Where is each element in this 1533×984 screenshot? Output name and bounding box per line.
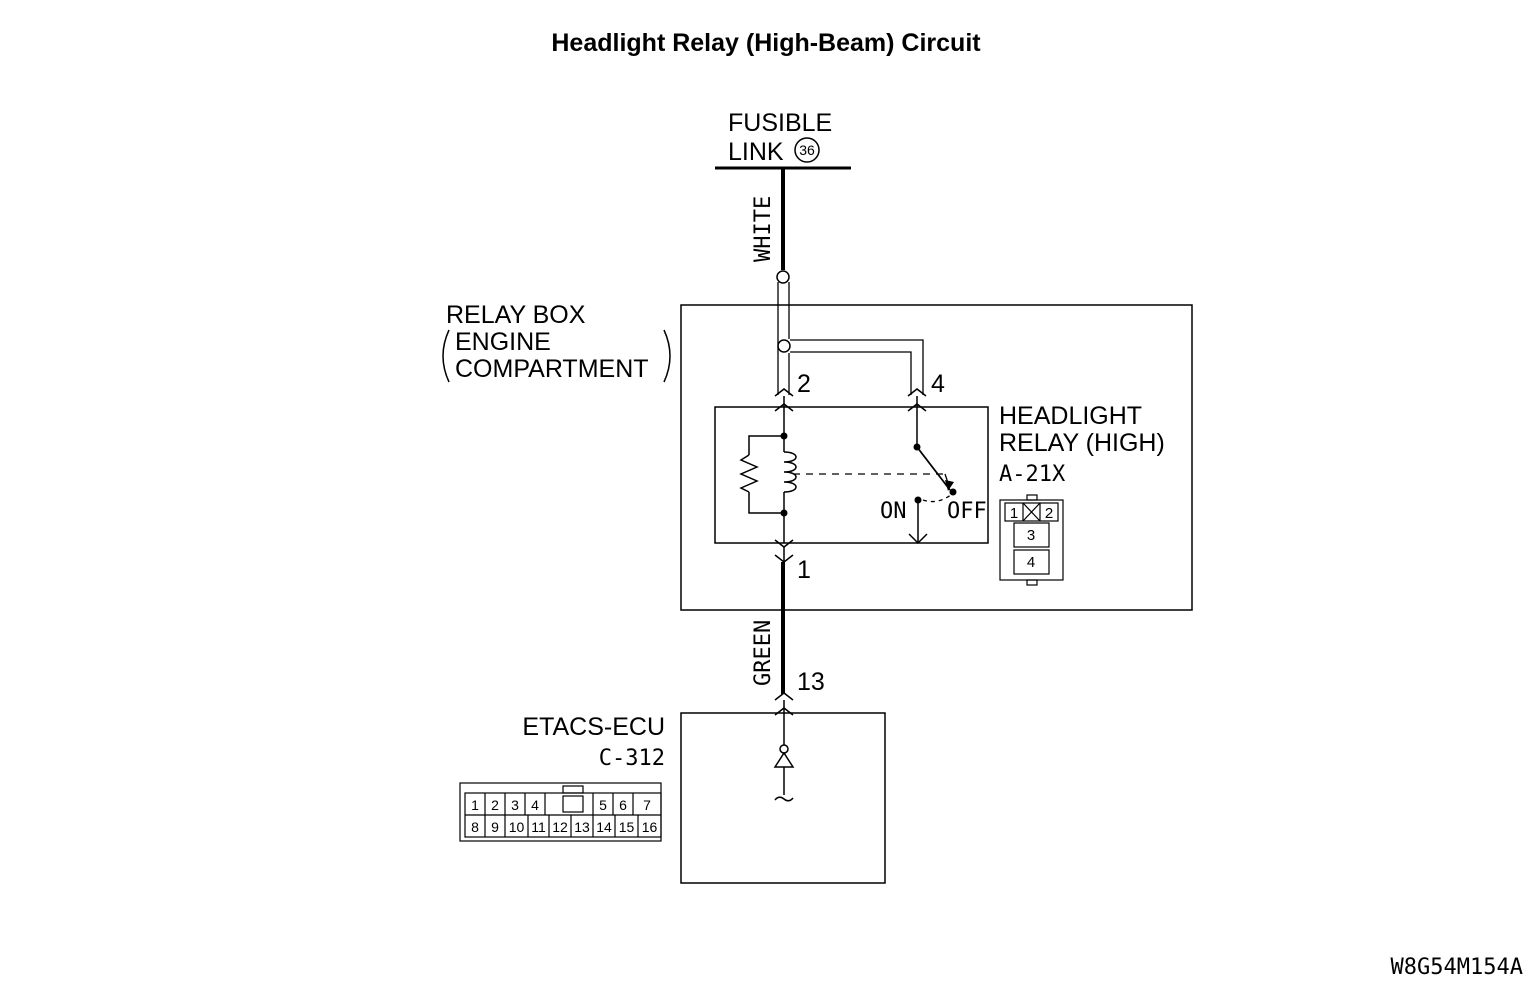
white-wire-label: WHITE [751,196,776,262]
ecu-pin-label: 16 [642,819,658,835]
ecu-pin-label: 5 [599,797,607,813]
switch-on-lead-arrow [908,533,928,545]
ecu-pin-label: 7 [643,797,651,813]
relay-box-label-1: RELAY BOX [446,301,586,329]
ecu-pin-label: 13 [574,819,590,835]
linkage-arrow-head [945,480,954,491]
relay-pin-blank-x2 [1022,502,1041,522]
ecu-name: ETACS-ECU [522,713,665,741]
ecu-connector-blank-slot [562,795,584,813]
ecu-pin-label: 9 [491,819,499,835]
terminal-1-label: 1 [797,556,811,584]
ecu-connector-id: C-312 [599,746,665,771]
fusible-link-label-2: LINK [728,138,784,166]
ecu-pin-label: 1 [471,797,479,813]
fusible-link-label-1: FUSIBLE [728,109,832,137]
fusible-link-number: 36 [799,142,815,158]
ecu-pin-label: 12 [552,819,568,835]
switch-on-travel-dashed [922,493,953,503]
relay-pin-4: 4 [1027,554,1035,571]
relay-box-paren-left [442,329,450,383]
switch-on-label: ON [880,499,907,524]
ecu-pin-label: 4 [531,797,539,813]
ecu-internal-break-icon [774,796,794,802]
switch-arm [916,446,951,491]
figure-code: W8G54M154A [1391,955,1523,980]
terminal-4-label: 4 [931,370,945,398]
green-wire-label: GREEN [751,620,776,686]
headlight-relay-outline [714,406,989,544]
relay-connector-key-top [1026,494,1038,501]
ecu-pin-label: 2 [491,797,499,813]
etacs-ecu-outline [680,712,886,884]
fusible-link-number-circle [794,137,820,163]
resistor-lead-top [748,435,784,455]
diagram-title: Headlight Relay (High-Beam) Circuit [551,29,981,57]
relay-pin-2: 2 [1045,505,1053,522]
resistor-icon [739,454,759,493]
relay-pin-row-3 [1013,522,1050,548]
switch-off-contact [949,488,957,496]
resistor-lead-bottom [748,492,784,514]
ecu-connector-key [562,785,584,794]
relay-box-label-3: COMPARTMENT [455,355,649,383]
ecu-pin-label: 8 [471,819,479,835]
relay-label-1: HEADLIGHT [999,402,1142,430]
terminal-2-chevron-top [774,388,794,397]
terminal-4-chevron-top [907,388,927,397]
relay-box-label-2: ENGINE [455,328,551,356]
terminal-13-label: 13 [797,668,825,696]
ecu-driver-triangle-icon [773,751,795,768]
switch-off-label: OFF [947,499,987,524]
branch-splice [777,339,791,353]
branch-to-4-outer [790,339,924,395]
ecu-pin-label: 14 [596,819,612,835]
terminal-2-label: 2 [797,370,811,398]
relay-pin-3: 3 [1027,527,1035,544]
ecu-pin-label: 15 [619,819,635,835]
relay-pin-row-1 [1004,502,1059,522]
ecu-pin-label: 11 [531,819,546,835]
branch-to-4-inner [790,351,912,395]
terminal-13-chevron-top [774,692,794,701]
relay-pin-1: 1 [1010,505,1018,522]
ecu-pin-label: 3 [511,797,519,813]
ecu-pin-label: 6 [619,797,627,813]
relay-connector-key-bottom [1026,579,1038,586]
white-wire-splice-top [776,270,790,284]
relay-coil-icon [783,451,797,493]
relay-pin-row-4 [1013,549,1050,575]
relay-label-2: RELAY (HIGH) [999,429,1165,457]
relay-box-outline [680,304,1193,611]
ecu-pin-label: 10 [509,819,525,835]
relay-box-paren-right [663,329,671,383]
relay-connector-id: A-21X [999,462,1066,487]
